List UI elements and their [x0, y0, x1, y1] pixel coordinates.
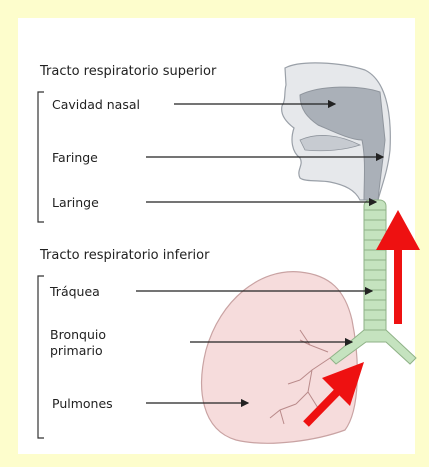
label-lungs: Pulmones: [52, 396, 113, 411]
label-pharynx: Faringe: [52, 150, 98, 165]
label-larynx: Laringe: [52, 195, 99, 210]
label-bronchus-line1: Bronquio: [50, 327, 106, 342]
label-trachea: Tráquea: [50, 284, 100, 299]
label-bronchus-line2: primario: [50, 343, 103, 358]
lower-tract-heading: Tracto respiratorio inferior: [40, 248, 209, 263]
upper-tract-heading: Tracto respiratorio superior: [40, 64, 216, 79]
lower-bracket: [38, 276, 44, 438]
upper-bracket: [38, 92, 44, 222]
label-nasal-cavity: Cavidad nasal: [52, 97, 140, 112]
